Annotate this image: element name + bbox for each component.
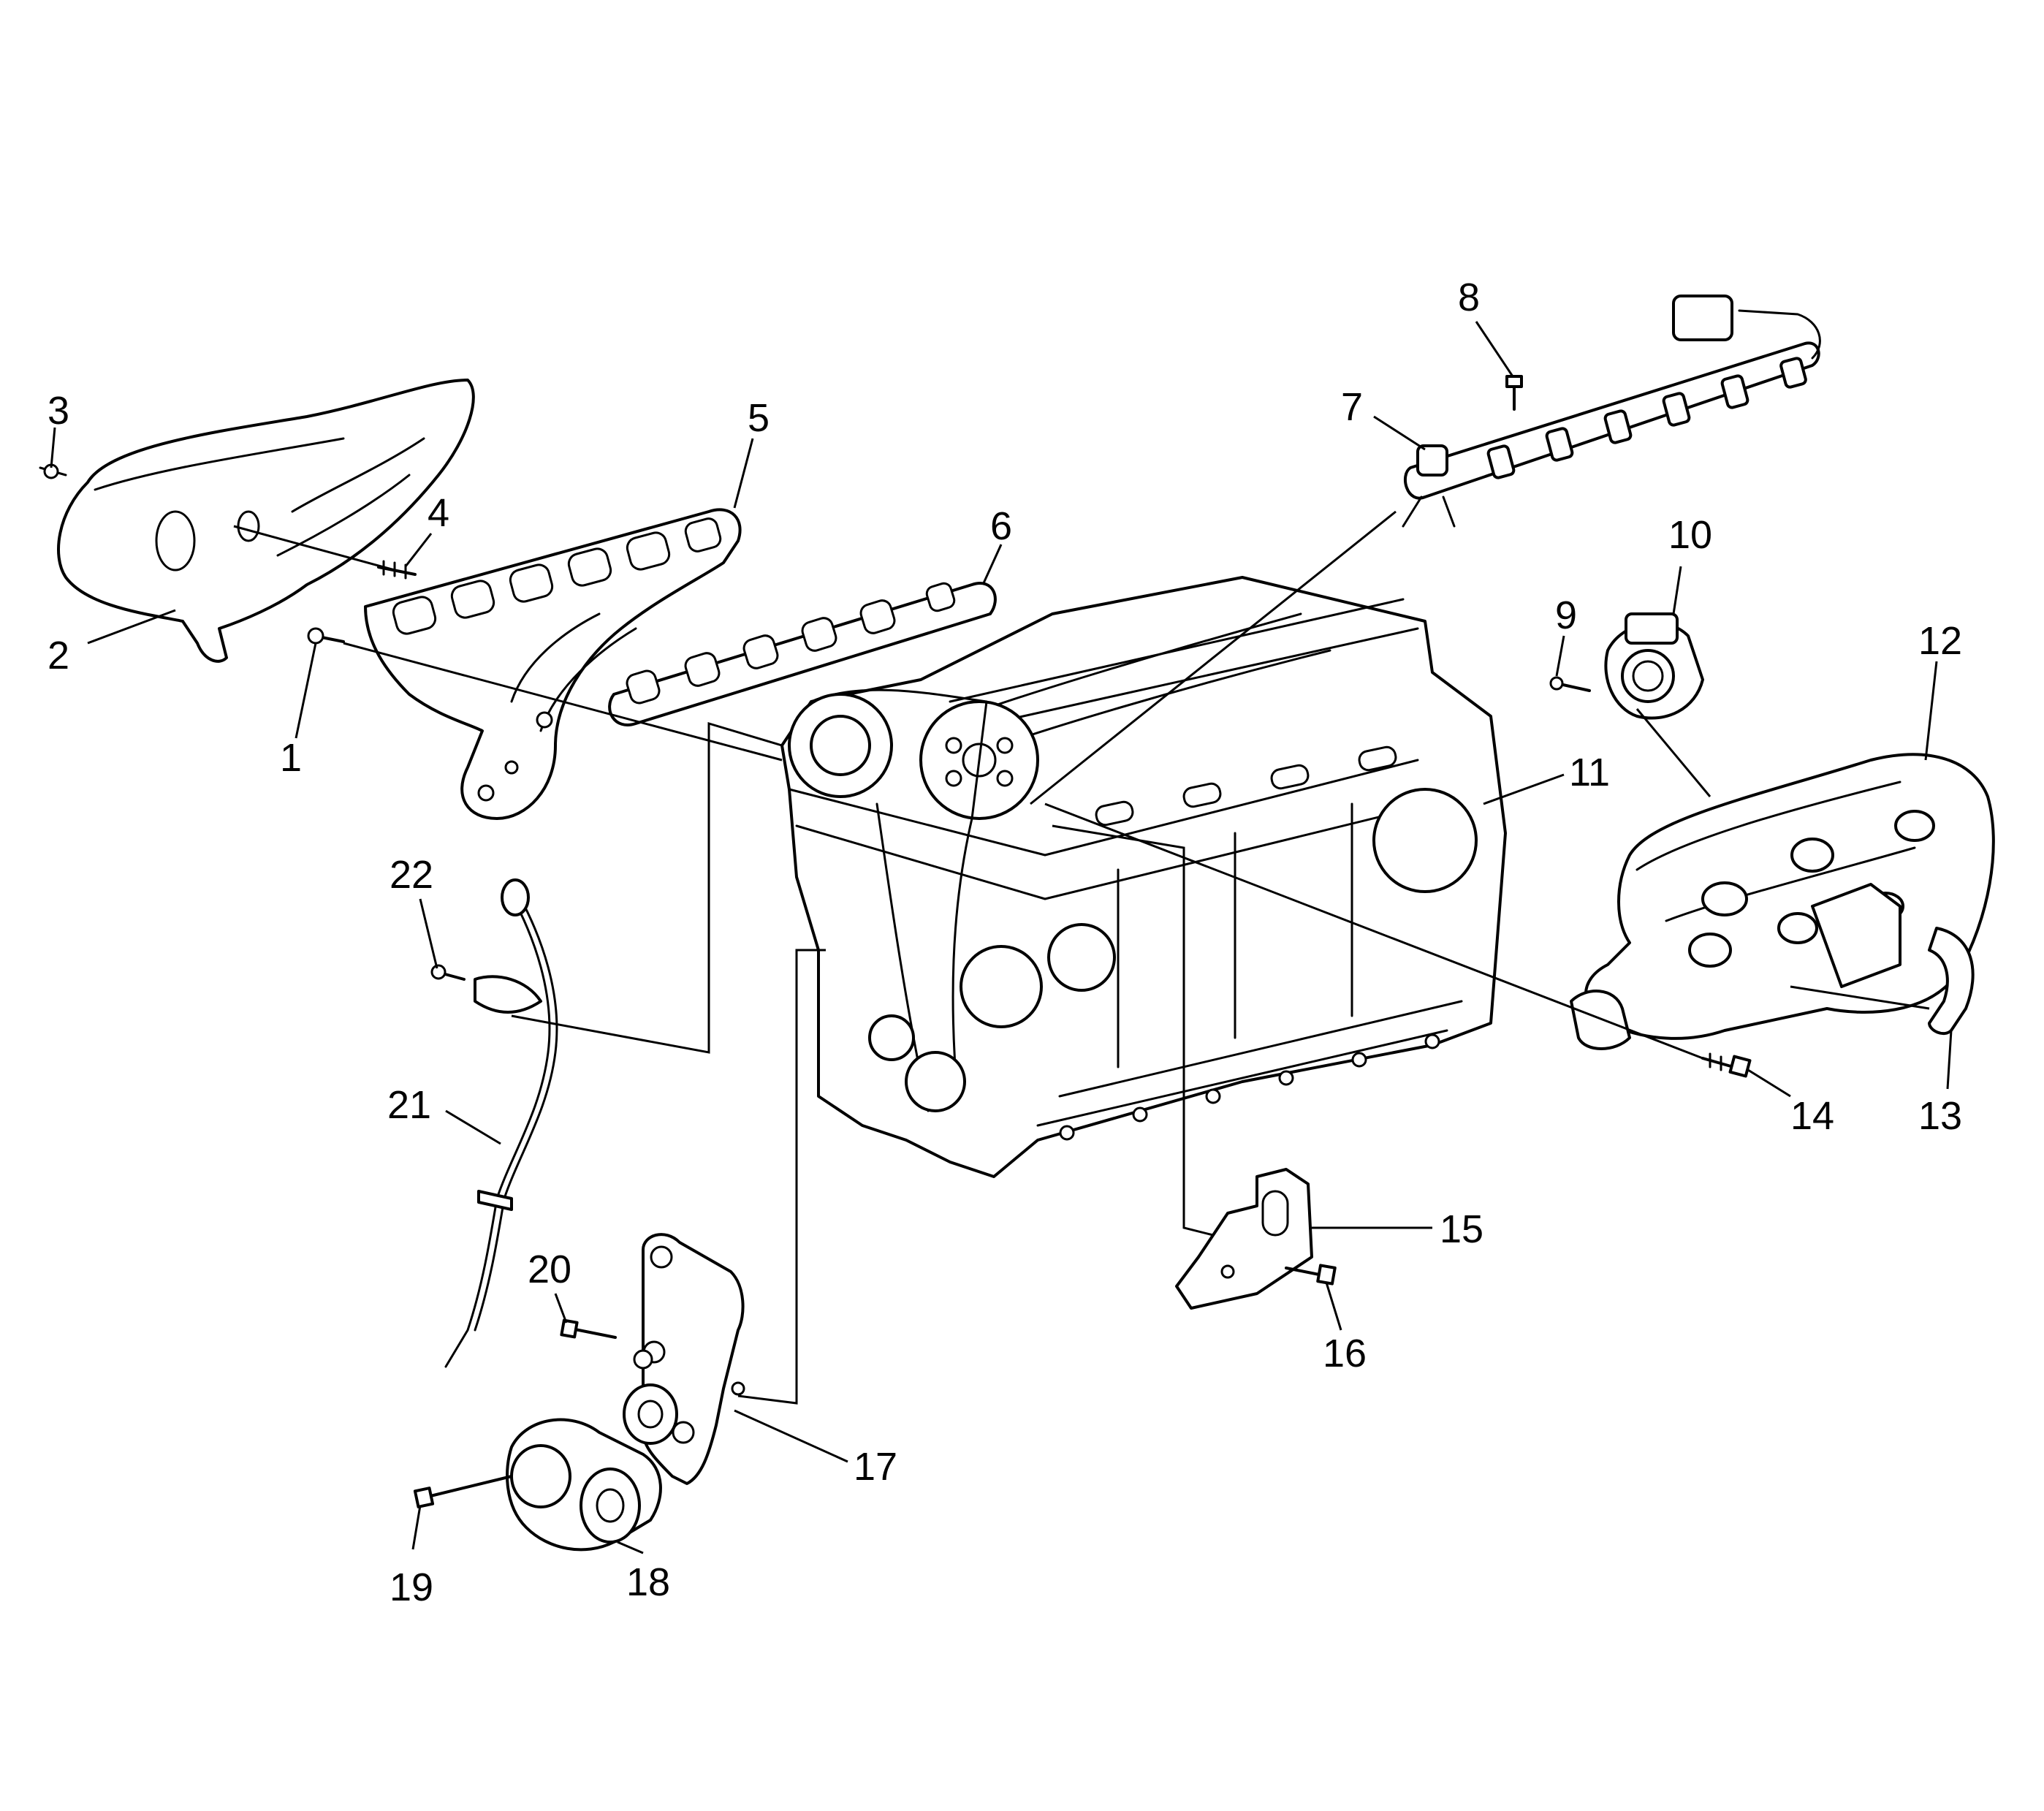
engine-block <box>780 576 1507 1178</box>
bracket-bolt <box>560 1318 653 1370</box>
callout-labels: 1 2 3 4 5 6 7 8 9 10 11 12 13 14 15 16 1… <box>48 276 1962 1609</box>
callout-22: 22 <box>390 853 433 897</box>
fuel-rail-bolt <box>1505 375 1523 411</box>
fuel-rail-assembly <box>1402 295 1821 528</box>
throttle-body-bolt <box>1549 676 1591 692</box>
manifold-stud <box>377 560 417 580</box>
intake-manifold-bolt <box>1701 1052 1752 1078</box>
callout-19: 19 <box>390 1565 433 1609</box>
callout-12: 12 <box>1918 619 1962 663</box>
intake-manifold-bracket <box>1928 927 1975 1036</box>
heat-shield-bolt <box>39 463 67 479</box>
callout-16: 16 <box>1323 1332 1367 1375</box>
callout-13: 13 <box>1918 1094 1962 1138</box>
callout-8: 8 <box>1458 276 1480 319</box>
engine-bracket-bolt <box>1285 1264 1337 1286</box>
callout-21: 21 <box>387 1083 431 1127</box>
callout-5: 5 <box>748 396 770 440</box>
callout-18: 18 <box>626 1560 670 1604</box>
callout-4: 4 <box>428 491 449 535</box>
throttle-body <box>1604 612 1704 720</box>
intake-manifold <box>1570 753 1995 1050</box>
callout-20: 20 <box>528 1248 571 1291</box>
callout-11: 11 <box>1569 751 1610 794</box>
tensioner-bolt <box>413 1475 513 1508</box>
callout-14: 14 <box>1790 1094 1834 1138</box>
exhaust-manifold <box>364 508 742 820</box>
manifold-bolt <box>307 627 345 645</box>
callout-7: 7 <box>1341 385 1363 429</box>
callout-3: 3 <box>48 389 69 433</box>
engine-bracket <box>1175 1168 1313 1310</box>
accessory-bracket <box>642 1233 745 1485</box>
oil-dipstick-tube <box>444 878 558 1368</box>
callout-2: 2 <box>48 634 69 677</box>
callout-15: 15 <box>1440 1207 1483 1251</box>
belt-tensioner <box>506 1383 678 1552</box>
leader-lines <box>50 321 1953 1554</box>
exhaust-heat-shield <box>57 379 475 663</box>
exhaust-manifold-gasket <box>608 582 997 726</box>
callout-1: 1 <box>280 736 302 780</box>
callout-10: 10 <box>1668 513 1712 557</box>
callout-9: 9 <box>1555 593 1577 637</box>
dipstick-tube-bolt <box>430 964 466 981</box>
callout-6: 6 <box>990 504 1012 548</box>
callout-17: 17 <box>854 1445 897 1489</box>
